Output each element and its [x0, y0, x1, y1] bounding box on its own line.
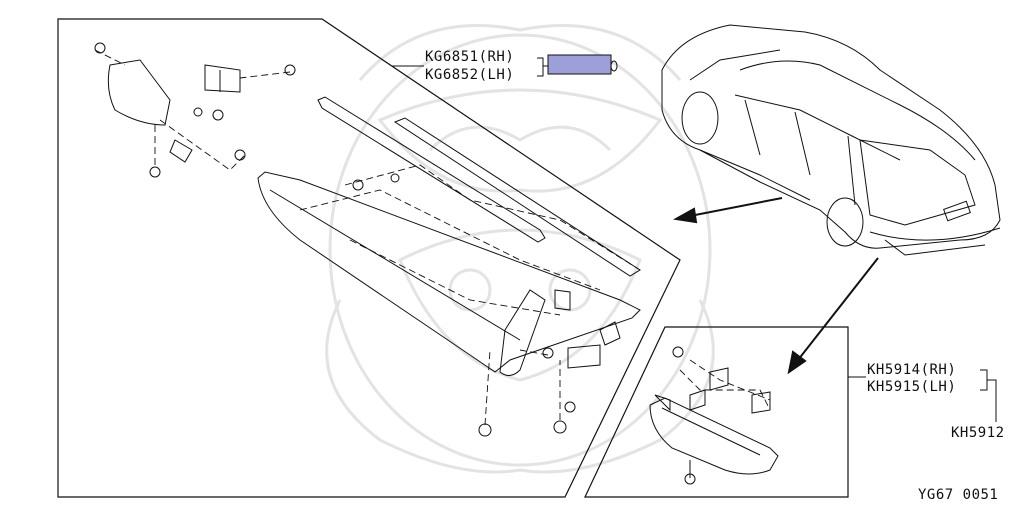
assembly-dash-lines: [94, 49, 771, 426]
diagram-code: YG67 0051: [918, 487, 999, 503]
side-sill-panel-frame: [57, 18, 681, 498]
part-label-side-sill-rh: KG6851(RH): [425, 49, 515, 65]
rear-corner-panel-frame: [584, 326, 849, 498]
part-label-rear-set: KH5912: [951, 425, 1005, 441]
side-sill-assembly: [107, 59, 671, 412]
rear-corner-part: [649, 367, 779, 478]
side-sill-leader: [392, 57, 548, 77]
watermark-emblem: [325, 24, 715, 474]
car-illustration: [661, 24, 1001, 256]
part-label-rear-corner-lh: KH5915(LH): [867, 379, 957, 395]
marker-capsule: [610, 60, 618, 72]
fasteners: [94, 42, 696, 485]
side-sill-highlight-swatch: [547, 54, 612, 75]
part-label-rear-corner-rh: KH5914(RH): [867, 362, 957, 378]
part-label-side-sill-lh: KG6852(LH): [425, 67, 515, 83]
rear-corner-leader: [848, 369, 997, 422]
detail-arrows: [672, 197, 879, 375]
